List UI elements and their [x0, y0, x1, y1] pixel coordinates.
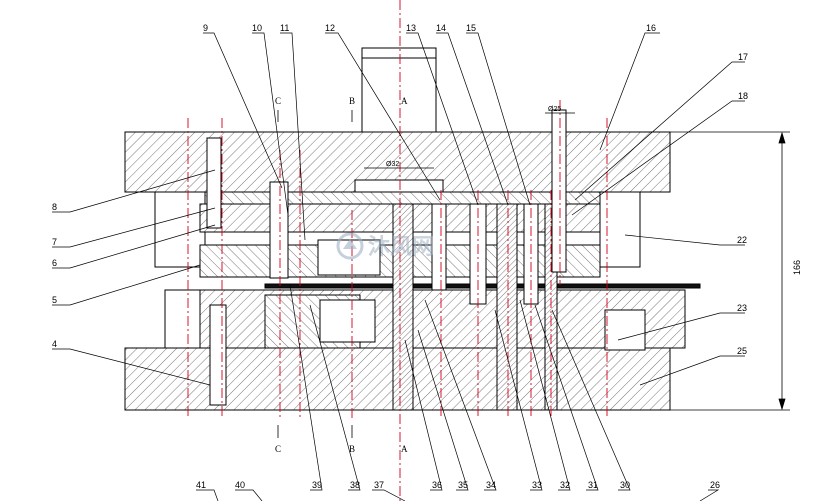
- die-plate-left-block: [164, 289, 201, 349]
- part-label: 32: [560, 480, 570, 490]
- guide-pin-left-bottom: [209, 304, 227, 406]
- part-label: 10: [252, 23, 262, 33]
- section-mark-bottom-a: A: [401, 444, 408, 454]
- part-label: 16: [646, 23, 656, 33]
- pin-diameter-label: Ø25: [548, 106, 561, 113]
- center-lines: [187, 0, 608, 501]
- section-mark-top-a: A: [401, 96, 408, 106]
- part-labels-top: 9 10 11 12 13 14 15 16 17 18: [203, 23, 748, 101]
- part-labels-left: 8 7 6 5 4: [52, 202, 57, 349]
- part-label: 13: [406, 23, 416, 33]
- part-label: 34: [486, 480, 496, 490]
- mufeng-logo-icon: [336, 232, 364, 260]
- part-labels-right: 22 23 25: [737, 235, 747, 356]
- part-labels-bottom: 41 40 39 38 37 36 35 34 33 32 31 30 26: [196, 480, 720, 490]
- part-label: 18: [738, 91, 748, 101]
- height-dimension: [660, 131, 790, 411]
- section-mark-top-b: B: [349, 96, 355, 106]
- part-label: 22: [737, 235, 747, 245]
- part-label: 25: [737, 346, 747, 356]
- part-label: 35: [458, 480, 468, 490]
- watermark-text: 沐风网: [368, 235, 434, 260]
- part-label: 23: [737, 303, 747, 313]
- section-marks: C B A C B A: [275, 96, 408, 454]
- section-mark-bottom-c: C: [275, 444, 281, 454]
- overall-height-label: 166: [792, 260, 802, 275]
- shank-diameter-label: Ø32: [386, 161, 399, 168]
- part-label: 4: [52, 339, 57, 349]
- section-mark-bottom-b: B: [349, 444, 355, 454]
- part-label: 40: [235, 480, 245, 490]
- part-label: 41: [196, 480, 206, 490]
- part-label: 33: [532, 480, 542, 490]
- watermark: 沐风网: [336, 232, 434, 260]
- part-label: 9: [203, 23, 208, 33]
- part-label: 15: [466, 23, 476, 33]
- shank: [354, 47, 444, 193]
- upper-guide-block-right: [599, 191, 641, 268]
- part-label: 7: [52, 237, 57, 247]
- guide-pin-left-top: [206, 137, 222, 229]
- part-label: 17: [738, 52, 748, 62]
- part-label: 11: [280, 23, 289, 33]
- part-label: 31: [588, 480, 598, 490]
- section-mark-top-c: C: [275, 96, 281, 106]
- part-label: 30: [620, 480, 630, 490]
- part-label: 5: [52, 295, 57, 305]
- guide-pin-right: [551, 109, 567, 273]
- punch-1: [392, 203, 414, 411]
- leader-lines: [52, 32, 745, 501]
- part-label: 39: [312, 480, 322, 490]
- part-label: 37: [374, 480, 384, 490]
- lower-right-block: [604, 309, 646, 351]
- part-label: 12: [325, 23, 335, 33]
- lower-center-insert: [319, 299, 376, 343]
- upper-guide-block-left: [154, 191, 206, 268]
- punch-4: [496, 203, 518, 411]
- punch-2: [431, 203, 447, 291]
- part-label: 38: [350, 480, 360, 490]
- part-label: 26: [710, 480, 720, 490]
- part-label: 8: [52, 202, 57, 212]
- part-label: 6: [52, 258, 57, 268]
- part-label: 36: [432, 480, 442, 490]
- part-label: 14: [436, 23, 446, 33]
